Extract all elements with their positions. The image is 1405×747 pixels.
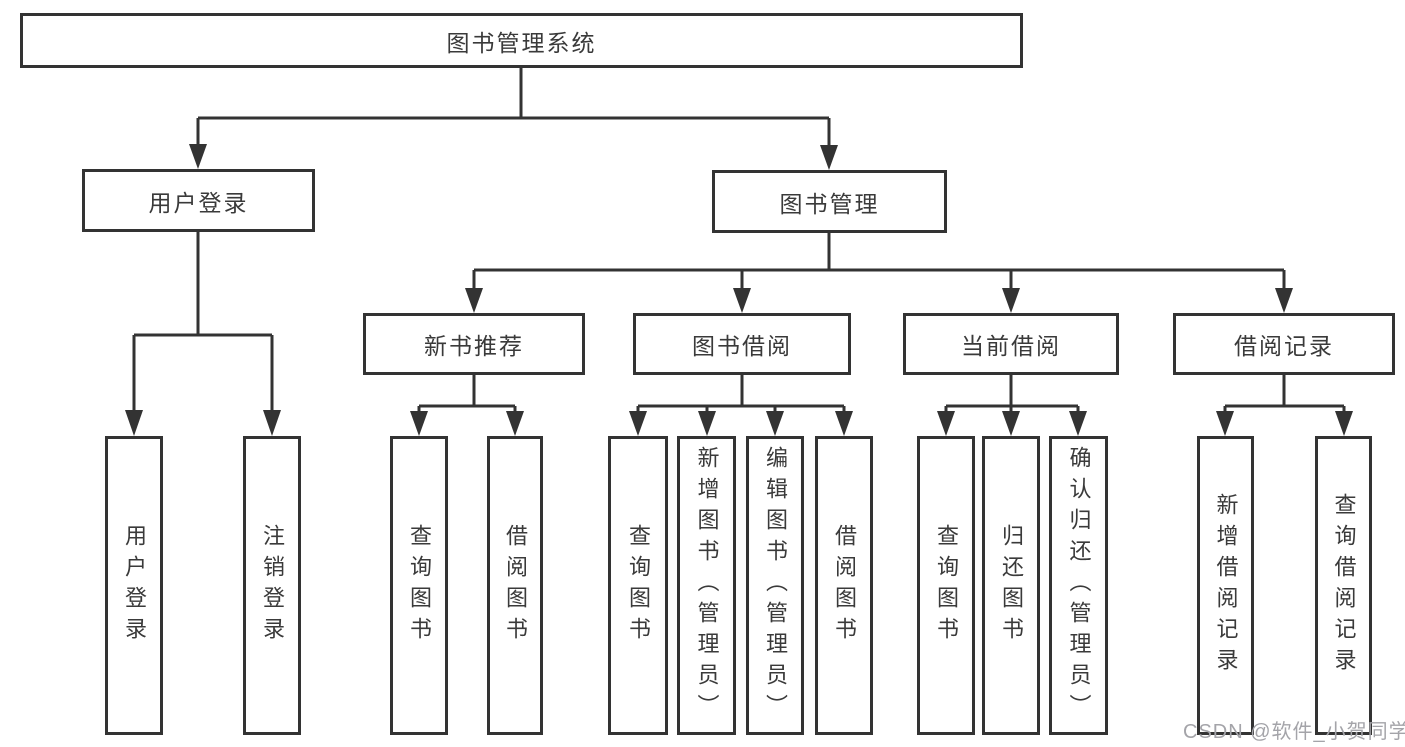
connector-borrow-records-children: [1216, 375, 1353, 436]
connector-book-management-children: [465, 233, 1293, 313]
node-label: 确认归还（管理员）: [1063, 446, 1095, 725]
node-leaf-logout: 注销登录: [243, 436, 301, 735]
node-leaf-return-book: 归还图书: [982, 436, 1040, 735]
node-label: 归还图书: [995, 524, 1027, 648]
node-leaf-borrow-books-1: 借阅图书: [487, 436, 543, 735]
node-label: 借阅图书: [828, 524, 860, 648]
node-label: 新增借阅记录: [1210, 493, 1242, 679]
node-label: 借阅图书: [499, 524, 531, 648]
connector-book-borrow-children: [629, 375, 853, 436]
node-label: 编辑图书（管理员）: [759, 446, 791, 725]
node-label: 查询图书: [403, 524, 435, 648]
connector-root-to-level2: [189, 68, 838, 170]
node-label: 查询借阅记录: [1328, 493, 1360, 679]
node-label: 查询图书: [930, 524, 962, 648]
node-book-management: 图书管理: [712, 170, 947, 233]
connector-user-login-children: [125, 232, 281, 436]
node-new-book-recommend: 新书推荐: [363, 313, 585, 375]
node-borrow-records: 借阅记录: [1173, 313, 1395, 375]
node-leaf-user-login: 用户登录: [105, 436, 163, 735]
connector-current-borrow-children: [937, 375, 1087, 436]
node-leaf-add-book-admin: 新增图书（管理员）: [677, 436, 736, 735]
node-book-borrow: 图书借阅: [633, 313, 851, 375]
node-label: 注销登录: [256, 524, 288, 648]
node-label: 查询图书: [622, 524, 654, 648]
connector-new-book-recommend-children: [410, 375, 524, 436]
node-user-login: 用户登录: [82, 169, 315, 232]
node-leaf-query-borrow-record: 查询借阅记录: [1315, 436, 1372, 735]
node-leaf-query-books-3: 查询图书: [917, 436, 975, 735]
node-leaf-borrow-books-2: 借阅图书: [815, 436, 873, 735]
node-label: 用户登录: [118, 524, 150, 648]
node-leaf-query-books-2: 查询图书: [608, 436, 668, 735]
node-leaf-add-borrow-record: 新增借阅记录: [1197, 436, 1254, 735]
node-leaf-confirm-return-admin: 确认归还（管理员）: [1049, 436, 1108, 735]
node-label: 新增图书（管理员）: [691, 446, 723, 725]
node-current-borrow: 当前借阅: [903, 313, 1119, 375]
node-library-management-system: 图书管理系统: [20, 13, 1023, 68]
node-leaf-edit-book-admin: 编辑图书（管理员）: [746, 436, 804, 735]
watermark-text: CSDN @软件_小贺同学: [1183, 715, 1405, 744]
node-leaf-query-books-1: 查询图书: [390, 436, 448, 735]
